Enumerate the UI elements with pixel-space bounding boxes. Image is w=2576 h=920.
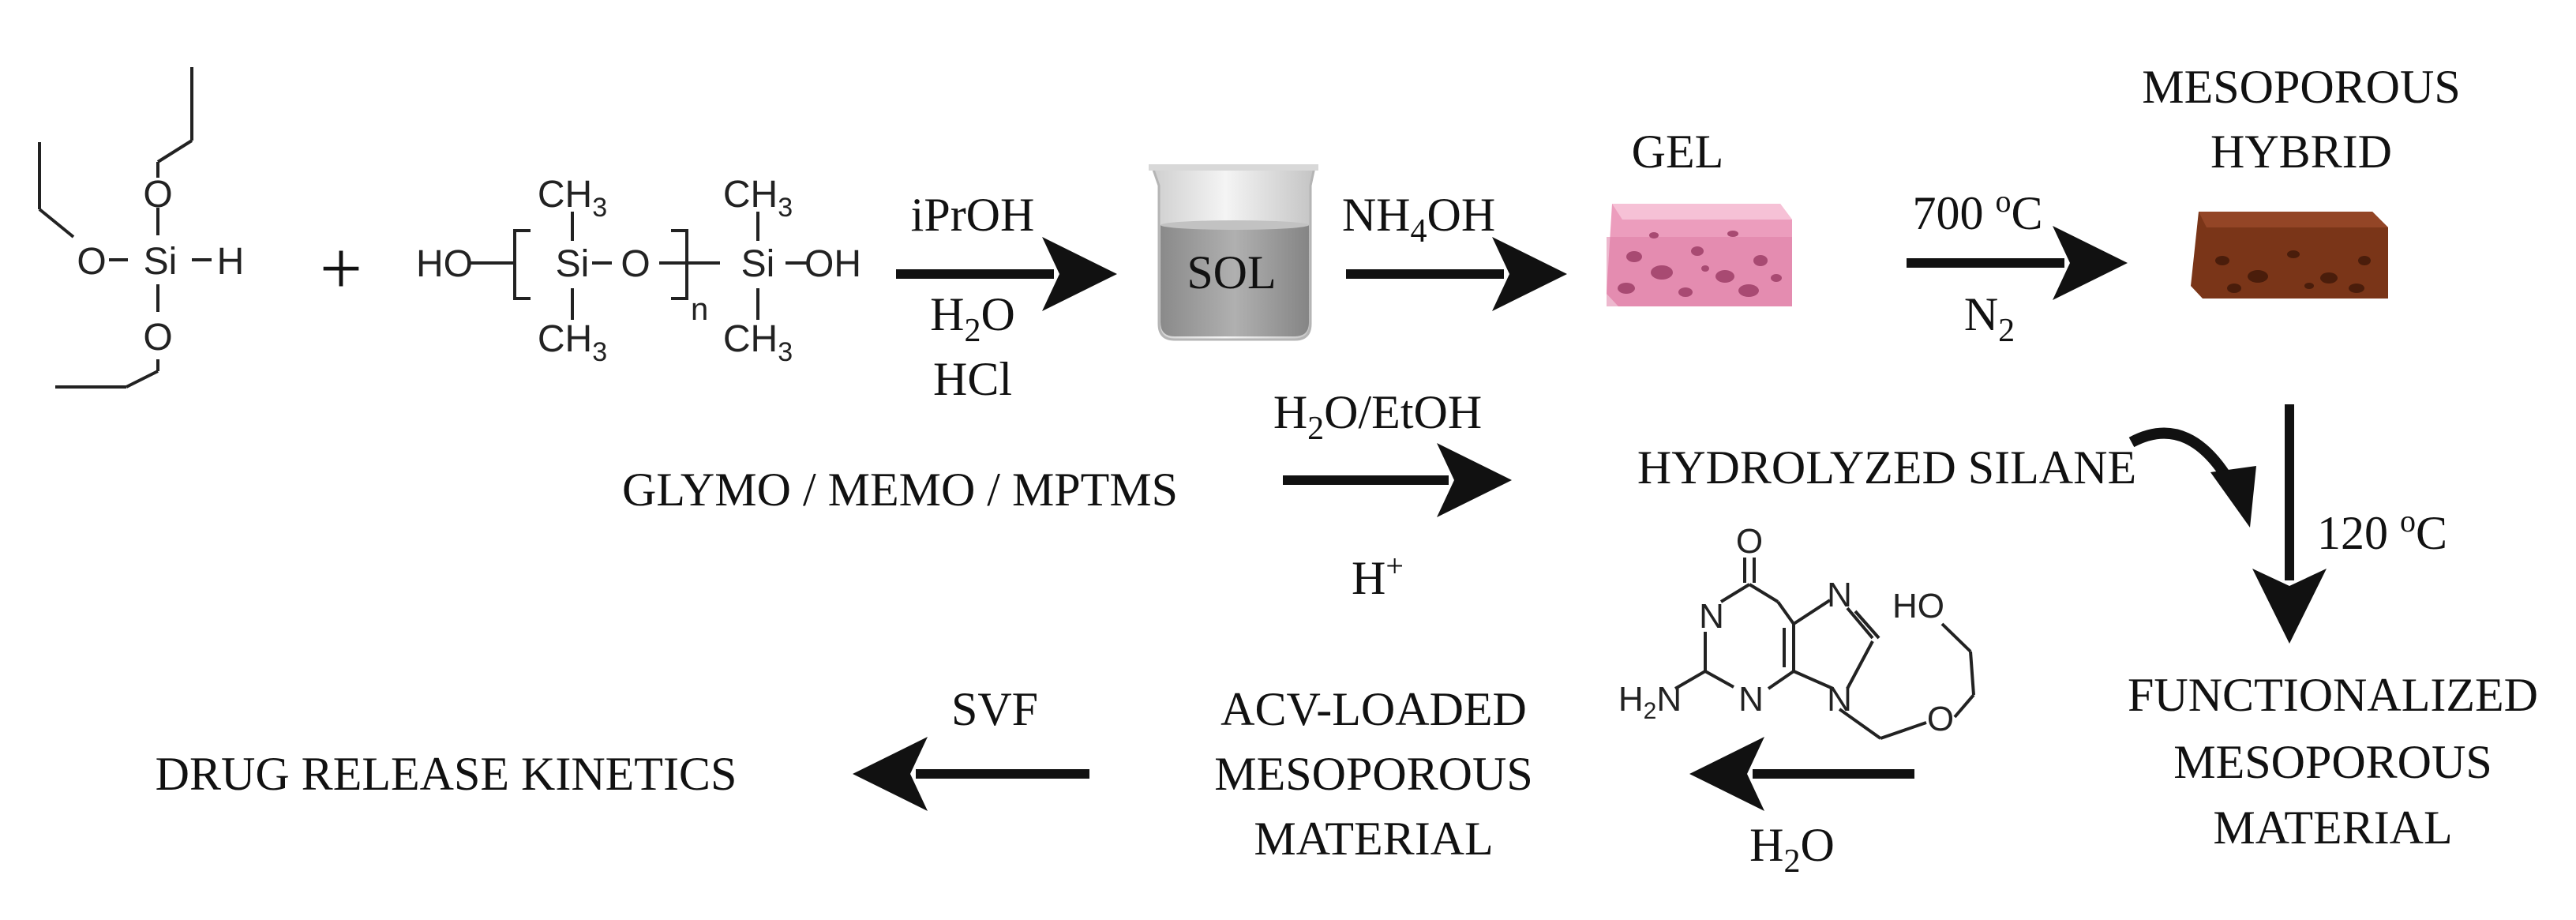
acyclovir-structure [1674,558,1975,740]
atom-o-left: O [77,241,106,283]
gel-label: GEL [1632,126,1724,178]
functionalized-label-line-2: MESOPOROUS [2173,736,2492,788]
acv-n7: N [1827,576,1852,614]
hybrid-label-line-1: MESOPOROUS [2142,61,2460,113]
bond [156,139,193,163]
triethoxysilane-structure [38,67,212,389]
atom-si-1: Si [556,243,590,285]
bond [1748,583,1779,603]
arrow-to-functionalized [2252,404,2327,644]
bond [1846,640,1874,689]
arrow-to-gel [1346,237,1567,311]
atom-ho: HO [416,243,473,285]
acv-hydroxyl: HO [1892,587,1944,625]
bond [1846,606,1874,640]
methyl-4: CH3 [723,318,793,367]
acv-n1: N [1699,597,1724,636]
arrow-1-reagent-hcl: HCl [933,353,1012,405]
acv-ether-o: O [1927,700,1954,738]
arrow-1-reagent-water: H2O [930,288,1015,349]
arrow-3-temperature: 700 oC [1912,183,2042,239]
atom-o-top: O [143,174,172,216]
methyl-3: CH3 [723,174,793,223]
arrow-6-solvent: H2O [1749,819,1835,880]
repeat-index: n [691,292,708,327]
arrow-to-hydrolyzed [1283,443,1512,517]
bond [1940,622,1972,653]
arrow-3-atmosphere: N2 [1964,288,2015,349]
bond [1674,670,1707,690]
methyl-1: CH3 [538,174,607,223]
acv-amine: H2N [1618,680,1682,724]
arrow-4-solvent: H2O/EtOH [1273,386,1482,447]
bond [1767,670,1795,690]
hydrolyzed-silane-label: HYDROLYZED SILANE [1637,441,2136,494]
bond [1793,670,1834,690]
arrow-4-catalyst: H+ [1352,548,1404,604]
bond [1953,693,1975,719]
acv-n9: N [1827,680,1852,719]
bond [38,208,75,238]
gel-image [1607,204,1792,306]
atom-oh: OH [804,243,861,285]
arrow-5-temperature: 120 oC [2317,503,2447,559]
methyl-2: CH3 [538,318,607,367]
atom-o-bridge: O [621,243,650,285]
atom-si: Si [144,241,178,283]
hybrid-label-line-2: HYBRID [2210,126,2392,178]
bond [1704,670,1734,689]
pdms-structure: HO Si O n Si OH CH3 CH3 CH3 CH3 [416,174,861,367]
bond [1792,599,1832,625]
bond [1776,600,1795,625]
curved-arrow [2128,427,2256,528]
acv-carbonyl-o: O [1736,522,1763,561]
hybrid-image [2191,212,2388,299]
arrow-to-acv-loaded [1689,737,1914,811]
atom-si-2: Si [741,243,775,285]
arrow-to-release [853,737,1089,811]
atom-h: H [217,241,245,283]
sol-label: SOL [1187,246,1276,299]
arrow-2-reagent: NH4OH [1342,189,1495,250]
silanes-label: GLYMO / MEMO / MPTMS [622,464,1178,516]
arrow-to-sol [896,237,1117,311]
arrow-to-hybrid [1907,226,2128,300]
functionalized-label-line-1: FUNCTIONALIZED [2128,669,2538,721]
functionalized-label-line-3: MATERIAL [2213,802,2452,854]
acv-loaded-label-line-3: MATERIAL [1254,813,1493,865]
bond [1969,651,1975,696]
arrow-1-reagent-ipr: iPrOH [911,189,1035,241]
atom-o-bottom: O [143,317,172,359]
bond [1880,721,1927,740]
drug-release-kinetics-label: DRUG RELEASE KINETICS [156,748,737,800]
bond [1854,610,1880,640]
bond [126,370,159,389]
repeat-bracket-left [513,229,531,300]
acv-loaded-label-line-2: MESOPOROUS [1214,748,1532,800]
acv-n3: N [1738,680,1764,719]
acv-loaded-label-line-1: ACV-LOADED [1221,683,1527,735]
bond [1838,708,1882,740]
plus-sign: + [320,226,362,310]
arrow-7-medium: SVF [951,683,1038,735]
sol-beaker [1149,164,1318,341]
bond [1719,583,1751,603]
